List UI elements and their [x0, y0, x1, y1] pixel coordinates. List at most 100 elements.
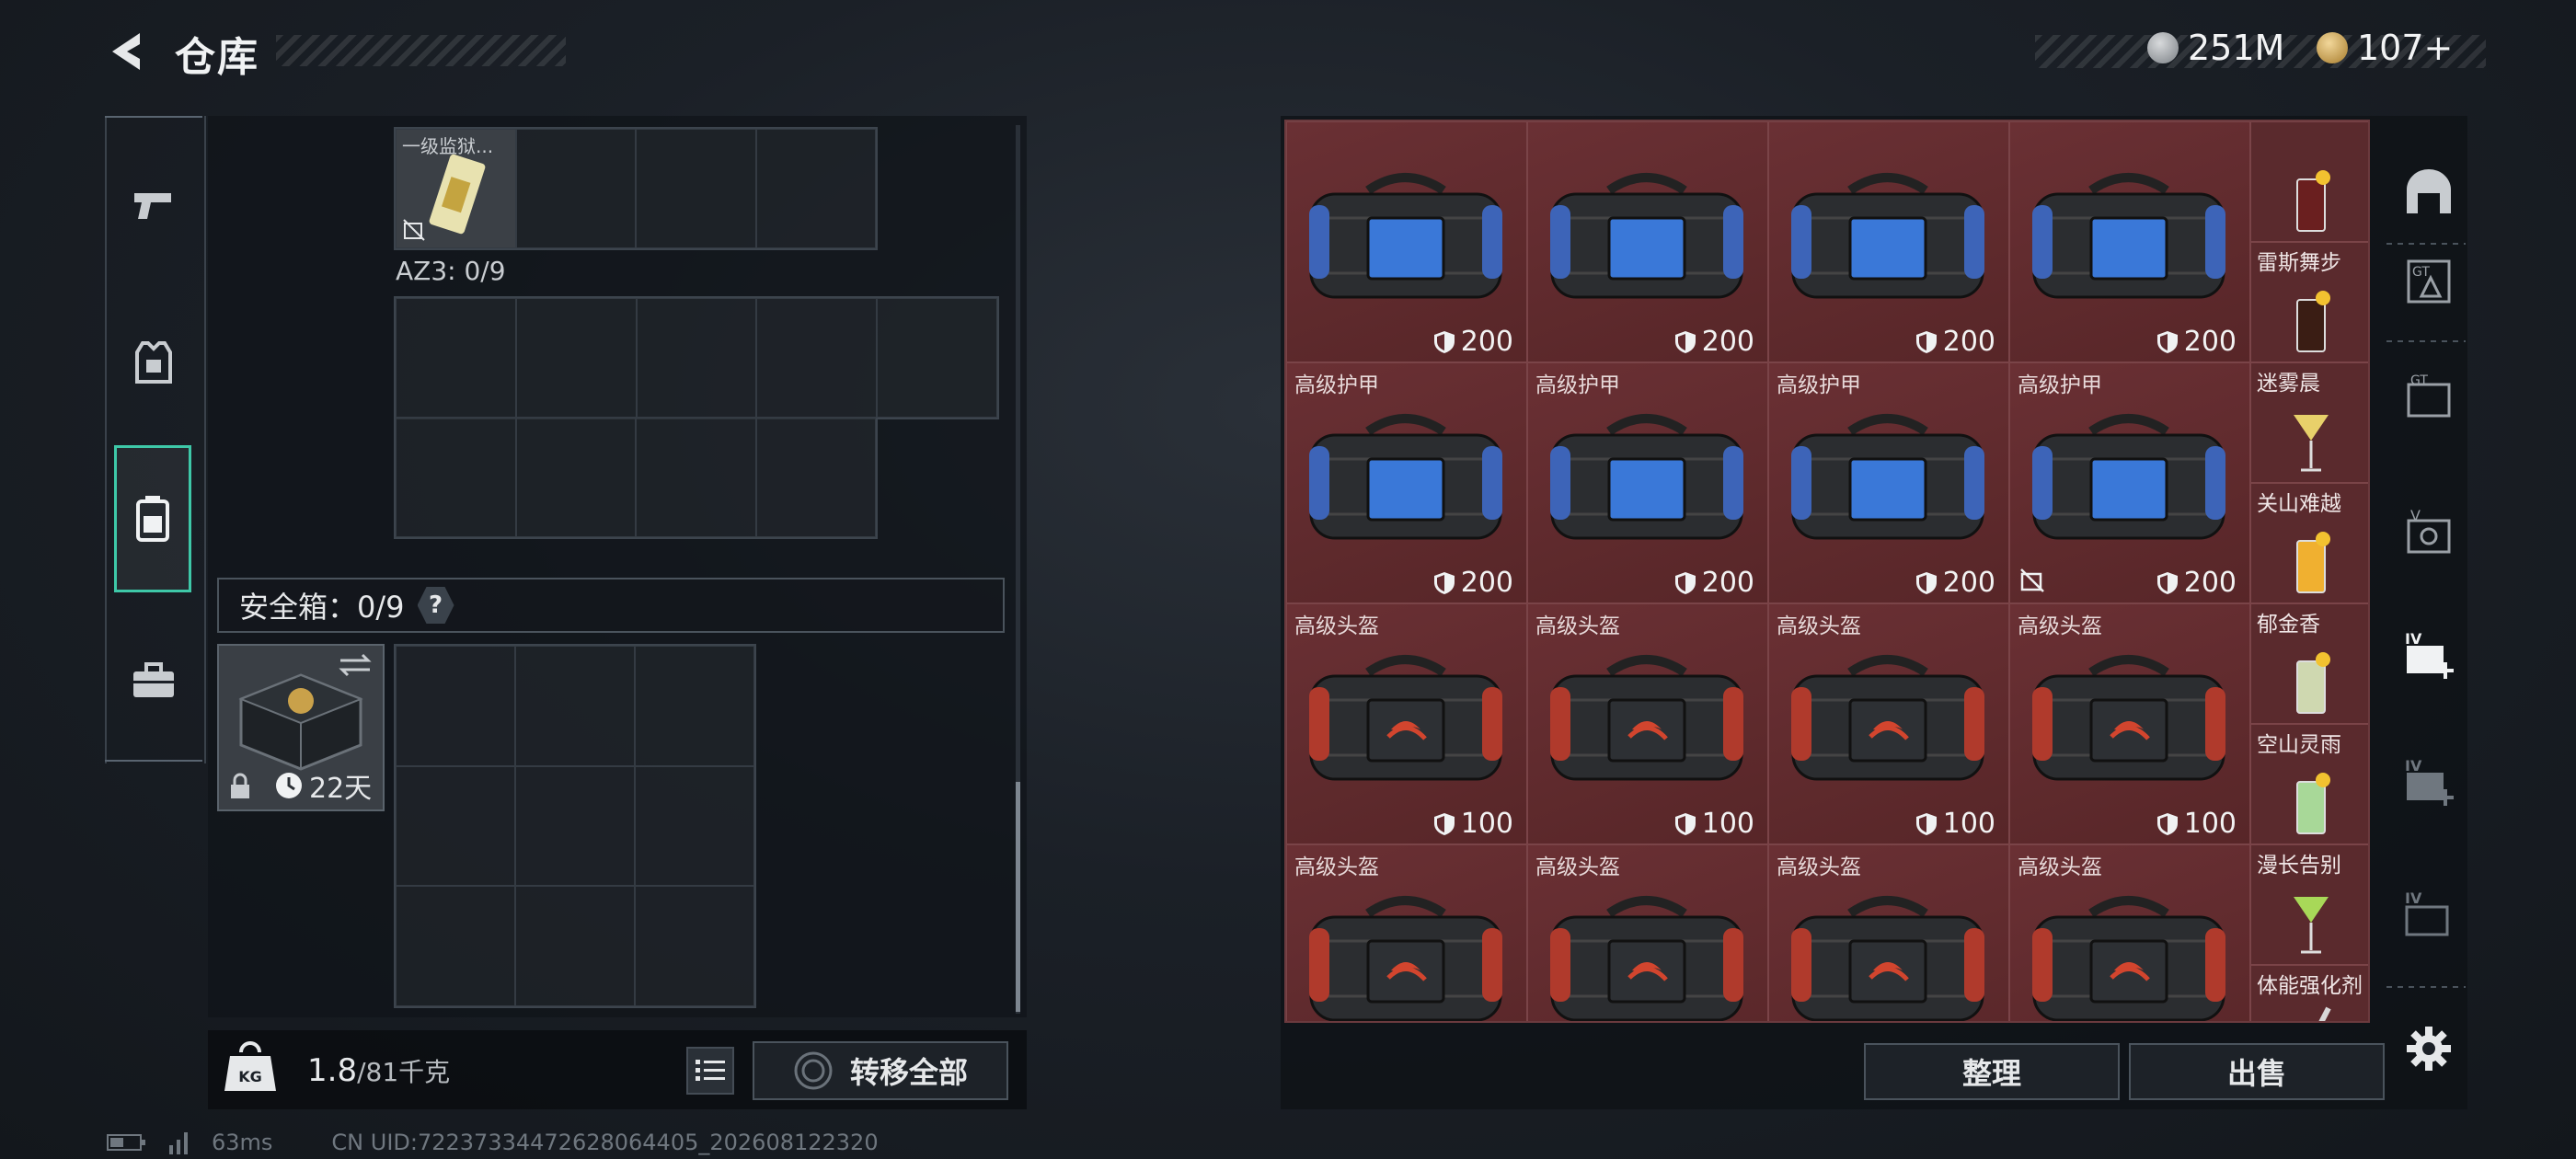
grid-cell[interactable]: [396, 646, 515, 766]
left-scrollbar-track[interactable]: [1016, 125, 1020, 1014]
helmet-bag-icon: [1791, 655, 1984, 781]
grid-cell[interactable]: [396, 298, 516, 418]
drink-label: 漫长告别: [2257, 854, 2341, 878]
weight-icon: KG: [224, 1041, 276, 1091]
helmet-bag-icon: [1309, 655, 1502, 781]
drink-item[interactable]: 关山难越: [2250, 483, 2368, 603]
left-scrollbar-thumb[interactable]: [1016, 782, 1020, 1012]
grid-cell[interactable]: [396, 886, 515, 1006]
grid-cell[interactable]: [755, 129, 876, 248]
drink-item[interactable]: 雷斯舞步: [2250, 242, 2368, 362]
az3-grid-row2[interactable]: [394, 418, 878, 539]
stash-item[interactable]: 200: [2009, 121, 2250, 362]
grid-cell[interactable]: [756, 298, 878, 418]
helmet-bag-icon: [1550, 896, 1743, 1021]
swap-icon[interactable]: [337, 651, 374, 679]
item-durability: 100: [2156, 808, 2237, 840]
grid-cell[interactable]: [877, 298, 997, 418]
safe-timer: 22天: [274, 765, 372, 806]
drink-item[interactable]: 漫长告别: [2250, 844, 2368, 965]
grid-cell[interactable]: [515, 765, 635, 887]
grid-cell[interactable]: [635, 886, 754, 1006]
drink-item[interactable]: 迷雾晨: [2250, 362, 2368, 483]
item-slot[interactable]: 一级监狱...: [396, 129, 516, 248]
stash-item[interactable]: 200: [1527, 121, 1768, 362]
stash-tab-6[interactable]: IV: [2392, 878, 2466, 951]
gear-icon: [2407, 1027, 2451, 1071]
item-durability: 200: [1674, 326, 1754, 358]
grid-cell[interactable]: [515, 298, 637, 418]
az3-grid-row1[interactable]: [394, 296, 999, 419]
stash-tab-4[interactable]: IV: [2392, 618, 2466, 692]
grid-cell[interactable]: [636, 298, 757, 418]
armor-bag-icon: [1309, 173, 1502, 299]
grid-cell[interactable]: [635, 646, 754, 766]
durability-shield-icon: [1674, 571, 1696, 594]
item-name: 一级监狱...: [402, 135, 494, 157]
stash-page-icon: GT: [2407, 259, 2451, 304]
slot-grid-top[interactable]: 一级监狱...: [394, 127, 878, 250]
stash-item[interactable]: 200: [1286, 121, 1527, 362]
transfer-all-button[interactable]: 转移全部: [753, 1041, 1008, 1100]
grid-cell[interactable]: [755, 418, 876, 537]
stash-tab-3[interactable]: V: [2392, 497, 2466, 570]
stash-tab-2[interactable]: GT: [2392, 362, 2466, 436]
tab-divider: [105, 760, 202, 762]
item-durability: 200: [1915, 567, 1995, 599]
safe-help-button[interactable]: ?: [417, 587, 454, 624]
back-arrow-icon[interactable]: [103, 28, 151, 75]
drink-item[interactable]: 空山灵雨: [2250, 724, 2368, 844]
pistol-icon: [134, 193, 171, 219]
stash-tab-1[interactable]: GT: [2392, 245, 2466, 318]
currency-gold[interactable]: 107+: [2317, 28, 2453, 68]
stash-tab-5[interactable]: IV: [2392, 745, 2466, 819]
tab-case[interactable]: [105, 607, 202, 754]
drink-item[interactable]: 体能强化剂: [2250, 965, 2368, 1021]
grid-cell[interactable]: [396, 418, 516, 537]
item-label: 高级头盔: [1294, 855, 1379, 879]
safe-box-grid[interactable]: [394, 644, 756, 1008]
grid-cell[interactable]: [515, 886, 635, 1006]
sell-button[interactable]: 出售: [2129, 1043, 2385, 1100]
grid-cell[interactable]: [636, 418, 756, 537]
stash-tab-all[interactable]: [2392, 155, 2466, 228]
item-durability: 100: [1915, 808, 1995, 840]
svg-text:V: V: [2410, 507, 2421, 524]
grid-cell[interactable]: [515, 418, 636, 537]
stash-item[interactable]: 200: [1768, 121, 2009, 362]
grid-cell[interactable]: [515, 646, 635, 766]
list-view-button[interactable]: [686, 1047, 734, 1095]
item-durability: 200: [2156, 567, 2237, 599]
sort-button[interactable]: 整理: [1864, 1043, 2120, 1100]
grid-cell[interactable]: [515, 129, 636, 248]
side-divider: [2386, 986, 2466, 988]
currency-silver[interactable]: 251M: [2147, 28, 2284, 68]
no-insure-icon: [2020, 568, 2044, 592]
tab-backpack[interactable]: [114, 445, 191, 592]
grid-cell[interactable]: [635, 765, 754, 887]
vest-icon: [135, 341, 172, 384]
safe-case-item[interactable]: 22天: [217, 644, 385, 811]
cocktail-glass-icon: [2296, 532, 2330, 593]
drink-item[interactable]: [2250, 121, 2368, 242]
grid-cell[interactable]: [396, 765, 515, 887]
svg-text:IV: IV: [2405, 630, 2422, 648]
drink-item[interactable]: 郁金香: [2250, 603, 2368, 724]
tab-weapons[interactable]: [105, 132, 202, 280]
grid-cell[interactable]: [636, 129, 756, 248]
settings-button[interactable]: [2392, 1012, 2466, 1085]
tab-armor[interactable]: [105, 289, 202, 436]
